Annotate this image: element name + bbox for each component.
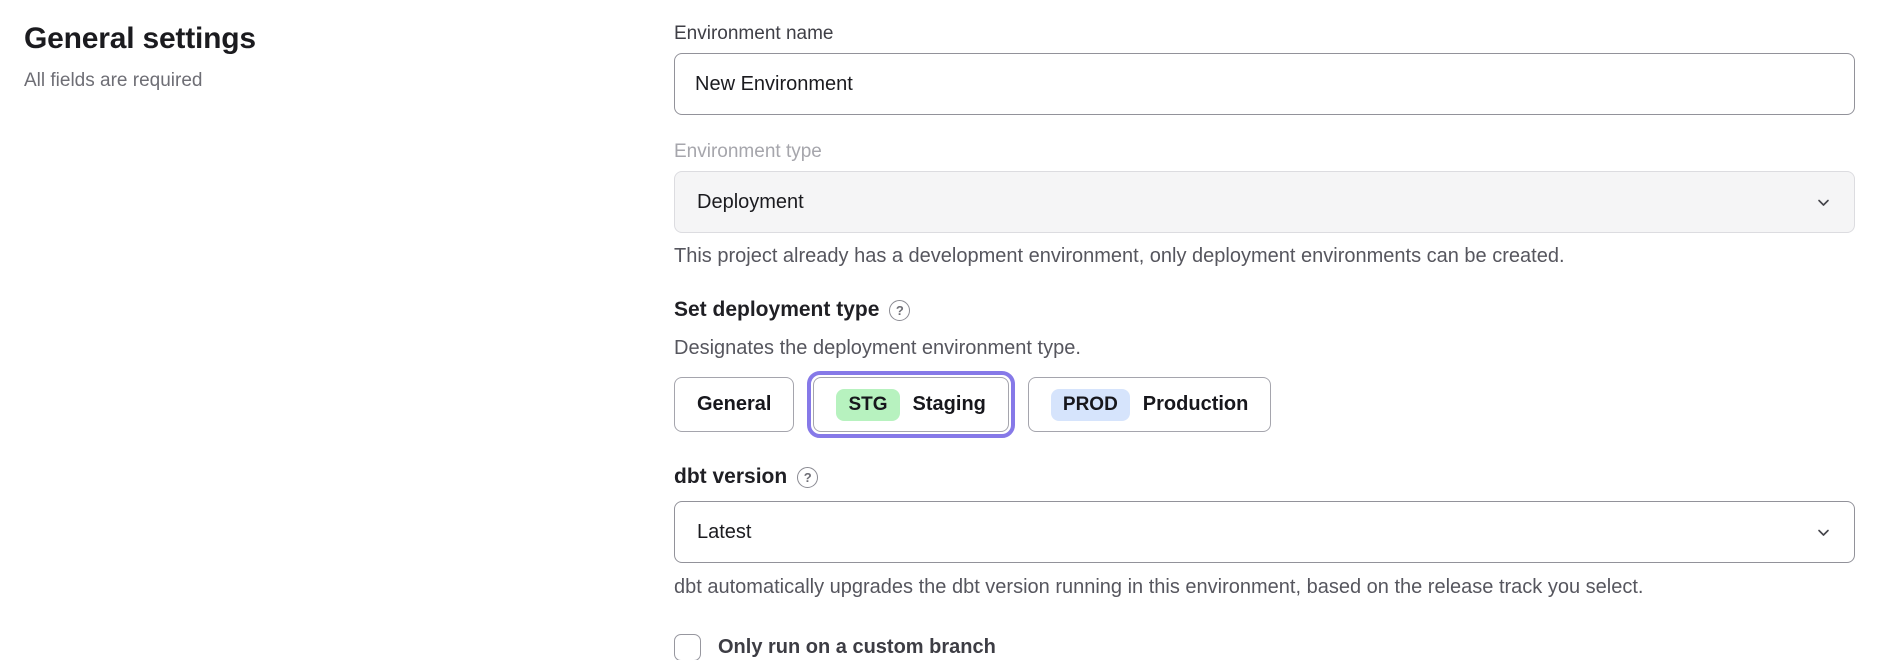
environment-name-label: Environment name: [674, 23, 834, 44]
custom-branch-row: Only run on a custom branch: [674, 634, 1855, 660]
production-button-label: Production: [1142, 393, 1249, 415]
page-subtitle: All fields are required: [24, 70, 203, 91]
chevron-down-icon: [1815, 524, 1832, 541]
environment-type-label: Environment type: [674, 141, 822, 162]
settings-form: Environment name Environment type Deploy…: [674, 22, 1855, 660]
environment-name-input[interactable]: [674, 53, 1855, 115]
dbt-version-heading: dbt version ?: [674, 465, 1855, 489]
dbt-version-value: Latest: [697, 520, 752, 543]
deployment-type-general-button[interactable]: General: [674, 377, 795, 432]
help-icon[interactable]: ?: [889, 299, 911, 321]
custom-branch-checkbox[interactable]: [674, 634, 701, 660]
chevron-down-icon: [1815, 194, 1832, 211]
environment-type-helper: This project already has a development e…: [674, 245, 1565, 267]
deployment-type-production-button[interactable]: PROD Production: [1027, 377, 1272, 432]
settings-header: General settings All fields are required: [24, 22, 674, 660]
custom-branch-label[interactable]: Only run on a custom branch: [718, 636, 996, 658]
general-button-label: General: [697, 393, 772, 415]
staging-badge: STG: [836, 388, 900, 421]
staging-button-label: Staging: [912, 393, 986, 415]
deployment-type-heading-label: Set deployment type: [674, 298, 880, 321]
deployment-type-staging-button[interactable]: STG Staging: [813, 377, 1009, 432]
production-badge: PROD: [1050, 388, 1130, 421]
selected-option-ring: STG Staging: [807, 371, 1015, 438]
deployment-type-description: Designates the deployment environment ty…: [674, 337, 1081, 359]
environment-type-value: Deployment: [697, 190, 804, 213]
help-icon[interactable]: ?: [797, 466, 819, 488]
dbt-version-heading-label: dbt version: [674, 465, 788, 488]
deployment-type-options: General STG Staging PROD Production: [674, 371, 1855, 438]
dbt-version-helper: dbt automatically upgrades the dbt versi…: [674, 576, 1644, 598]
environment-type-select[interactable]: Deployment: [674, 171, 1855, 233]
page-title: General settings: [24, 22, 256, 55]
deployment-type-heading: Set deployment type ?: [674, 298, 1855, 322]
dbt-version-select[interactable]: Latest: [674, 501, 1855, 563]
